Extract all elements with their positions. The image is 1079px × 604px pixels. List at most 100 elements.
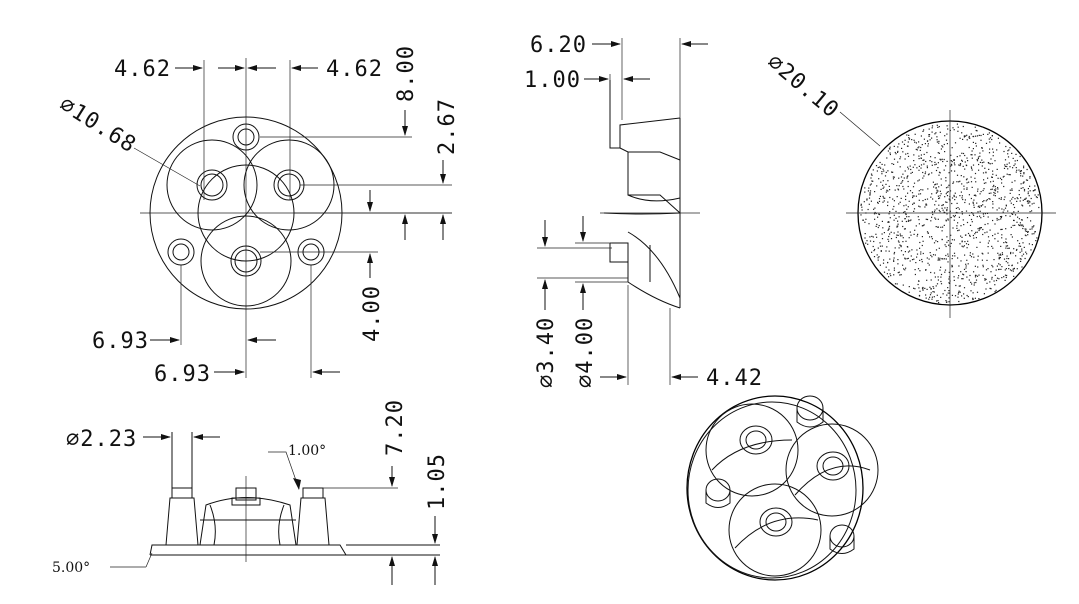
- dim-pin-diameter: ⌀2.23: [66, 427, 137, 452]
- speckle-dot: [958, 208, 960, 210]
- speckle-dot: [913, 160, 915, 162]
- speckle-dot: [968, 135, 970, 138]
- speckle-dot: [995, 269, 997, 271]
- speckle-dot: [914, 164, 916, 166]
- speckle-dot: [935, 285, 937, 287]
- speckle-dot: [1033, 225, 1035, 227]
- speckle-dot: [907, 220, 909, 222]
- speckle-dot: [965, 265, 967, 267]
- speckle-dot: [966, 259, 968, 261]
- speckle-dot: [1023, 173, 1025, 175]
- speckle-dot: [971, 150, 973, 152]
- speckle-dot: [1014, 224, 1016, 226]
- speckle-dot: [974, 233, 976, 235]
- speckle-dot: [975, 279, 978, 281]
- speckle-dot: [934, 164, 936, 166]
- speckle-dot: [1033, 233, 1035, 235]
- speckle-dot: [968, 137, 970, 139]
- speckle-dot: [949, 282, 951, 284]
- speckle-dot: [887, 170, 889, 172]
- speckle-dot: [975, 195, 977, 197]
- speckle-dot: [960, 235, 962, 237]
- speckle-dot: [1019, 251, 1021, 253]
- speckle-dot: [962, 152, 965, 155]
- speckle-dot: [988, 240, 990, 242]
- speckle-dot: [902, 284, 904, 286]
- speckle-dot: [881, 173, 883, 175]
- speckle-dot: [970, 181, 973, 183]
- speckle-dot: [988, 138, 990, 140]
- speckle-dot: [948, 292, 951, 294]
- speckle-dot: [1018, 224, 1021, 227]
- speckle-dot: [954, 192, 956, 194]
- speckle-dot: [868, 203, 870, 205]
- speckle-dot: [938, 171, 941, 173]
- speckle-dot: [892, 171, 894, 173]
- speckle-dot: [860, 203, 862, 205]
- speckle-dot: [872, 169, 874, 171]
- speckle-dot: [982, 189, 984, 192]
- speckle-dot: [938, 142, 940, 144]
- speckle-dot: [906, 258, 908, 260]
- speckle-dot: [929, 252, 931, 254]
- speckle-dot: [959, 291, 961, 293]
- speckle-dot: [1023, 190, 1026, 192]
- speckle-dot: [931, 127, 933, 129]
- speckle-dot: [935, 187, 937, 189]
- speckle-dot: [931, 236, 933, 238]
- speckle-dot: [899, 201, 901, 203]
- speckle-dot: [1021, 204, 1023, 206]
- speckle-dot: [883, 170, 885, 172]
- speckle-dot: [931, 211, 933, 213]
- speckle-dot: [1028, 202, 1030, 204]
- speckle-dot: [906, 208, 908, 210]
- speckle-dot: [897, 150, 899, 152]
- speckle-dot: [985, 142, 988, 144]
- speckle-dot: [979, 215, 981, 217]
- speckle-dot: [973, 237, 975, 239]
- speckle-dot: [942, 160, 944, 163]
- speckle-dot: [986, 231, 988, 233]
- speckle-dot: [918, 169, 920, 171]
- speckle-dot: [993, 184, 995, 186]
- speckle-dot: [917, 268, 920, 270]
- speckle-dot: [951, 197, 954, 199]
- speckle-dot: [929, 139, 931, 141]
- speckle-dot: [913, 202, 915, 204]
- speckle-dot: [928, 134, 931, 136]
- speckle-dot: [946, 210, 948, 212]
- speckle-dot: [931, 161, 933, 163]
- speckle-dot: [944, 244, 946, 246]
- speckle-dot: [987, 252, 989, 254]
- speckle-dot: [966, 164, 968, 167]
- speckle-dot: [1003, 276, 1005, 278]
- speckle-dot: [981, 147, 983, 149]
- speckle-dot: [959, 180, 961, 182]
- speckle-dot: [979, 210, 981, 212]
- speckle-dot: [882, 197, 885, 199]
- speckle-dot: [1023, 182, 1025, 184]
- speckle-dot: [947, 261, 949, 263]
- speckle-dot: [992, 155, 994, 157]
- speckle-dot: [871, 180, 873, 182]
- speckle-dot: [1030, 249, 1032, 251]
- speckle-dot: [989, 141, 991, 143]
- speckle-dot: [916, 253, 919, 255]
- speckle-dot: [948, 172, 950, 174]
- speckle-dot: [901, 220, 903, 222]
- speckle-dot: [936, 283, 939, 285]
- speckle-dot: [971, 169, 973, 171]
- speckle-dot: [971, 157, 973, 159]
- speckle-dot: [889, 233, 891, 235]
- speckle-dot: [918, 155, 920, 157]
- speckle-dot: [992, 219, 994, 222]
- speckle-dot: [904, 139, 906, 141]
- speckle-dot: [971, 186, 973, 188]
- speckle-dot: [1013, 206, 1016, 209]
- speckle-dot: [978, 205, 980, 207]
- speckle-dot: [996, 168, 998, 170]
- speckle-dot: [984, 279, 986, 281]
- speckle-dot: [937, 279, 939, 281]
- speckle-dot: [972, 297, 974, 299]
- speckle-dot: [969, 224, 972, 226]
